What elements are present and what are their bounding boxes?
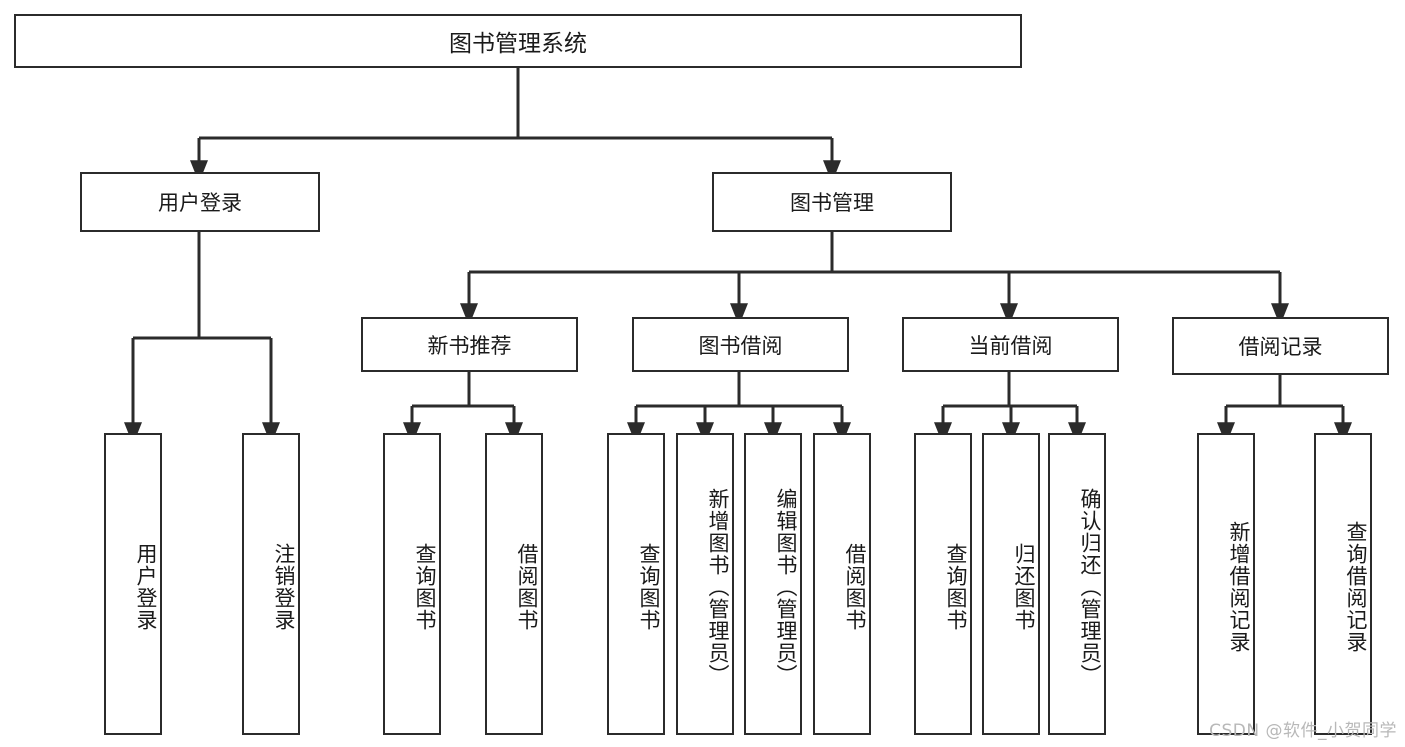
leaf-borrow-record-0[interactable]: 新增借阅记录 <box>1197 433 1255 735</box>
node-new-book-recommend[interactable]: 新书推荐 <box>361 317 578 372</box>
leaf-label: 查询图书 <box>413 543 437 631</box>
leaf-label: 查询图书 <box>637 543 661 631</box>
leaf-label: 借阅图书 <box>843 543 867 631</box>
leaf-label: 查询借阅记录 <box>1344 521 1368 653</box>
leaf-label: 借阅图书 <box>515 543 539 631</box>
leaf-borrow-record-1[interactable]: 查询借阅记录 <box>1314 433 1372 735</box>
leaf-label: 归还图书 <box>1012 543 1036 631</box>
node-book-borrow[interactable]: 图书借阅 <box>632 317 849 372</box>
leaf-current-borrow-2[interactable]: 确认归还（管理员） <box>1048 433 1106 735</box>
leaf-user-login-0[interactable]: 用户登录 <box>104 433 162 735</box>
leaf-label: 新增借阅记录 <box>1227 521 1251 653</box>
leaf-label: 编辑图书（管理员） <box>774 488 798 686</box>
node-new-book-recommend-label: 新书推荐 <box>427 333 512 358</box>
leaf-label: 用户登录 <box>134 543 158 631</box>
leaf-label: 确认归还（管理员） <box>1078 488 1102 686</box>
leaf-label: 注销登录 <box>272 543 296 631</box>
leaf-current-borrow-0[interactable]: 查询图书 <box>914 433 972 735</box>
leaf-label: 新增图书（管理员） <box>706 488 730 686</box>
node-current-borrow-label: 当前借阅 <box>968 333 1053 358</box>
leaf-current-borrow-1[interactable]: 归还图书 <box>982 433 1040 735</box>
node-book-borrow-label: 图书借阅 <box>698 333 783 358</box>
leaf-new-book-recommend-1[interactable]: 借阅图书 <box>485 433 543 735</box>
node-book-manage[interactable]: 图书管理 <box>712 172 952 232</box>
leaf-book-borrow-1[interactable]: 新增图书（管理员） <box>676 433 734 735</box>
node-root[interactable]: 图书管理系统 <box>14 14 1022 68</box>
node-book-manage-label: 图书管理 <box>790 191 874 215</box>
watermark: CSDN @软件_小贺同学 <box>1209 721 1397 741</box>
node-user-login-label: 用户登录 <box>158 191 242 215</box>
leaf-label: 查询图书 <box>944 543 968 631</box>
leaf-book-borrow-2[interactable]: 编辑图书（管理员） <box>744 433 802 735</box>
node-user-login[interactable]: 用户登录 <box>80 172 320 232</box>
leaf-book-borrow-0[interactable]: 查询图书 <box>607 433 665 735</box>
leaf-user-login-1[interactable]: 注销登录 <box>242 433 300 735</box>
leaf-book-borrow-3[interactable]: 借阅图书 <box>813 433 871 735</box>
node-borrow-record[interactable]: 借阅记录 <box>1172 317 1389 375</box>
node-current-borrow[interactable]: 当前借阅 <box>902 317 1119 372</box>
node-root-label: 图书管理系统 <box>449 31 587 57</box>
leaf-new-book-recommend-0[interactable]: 查询图书 <box>383 433 441 735</box>
node-borrow-record-label: 借阅记录 <box>1238 335 1323 359</box>
